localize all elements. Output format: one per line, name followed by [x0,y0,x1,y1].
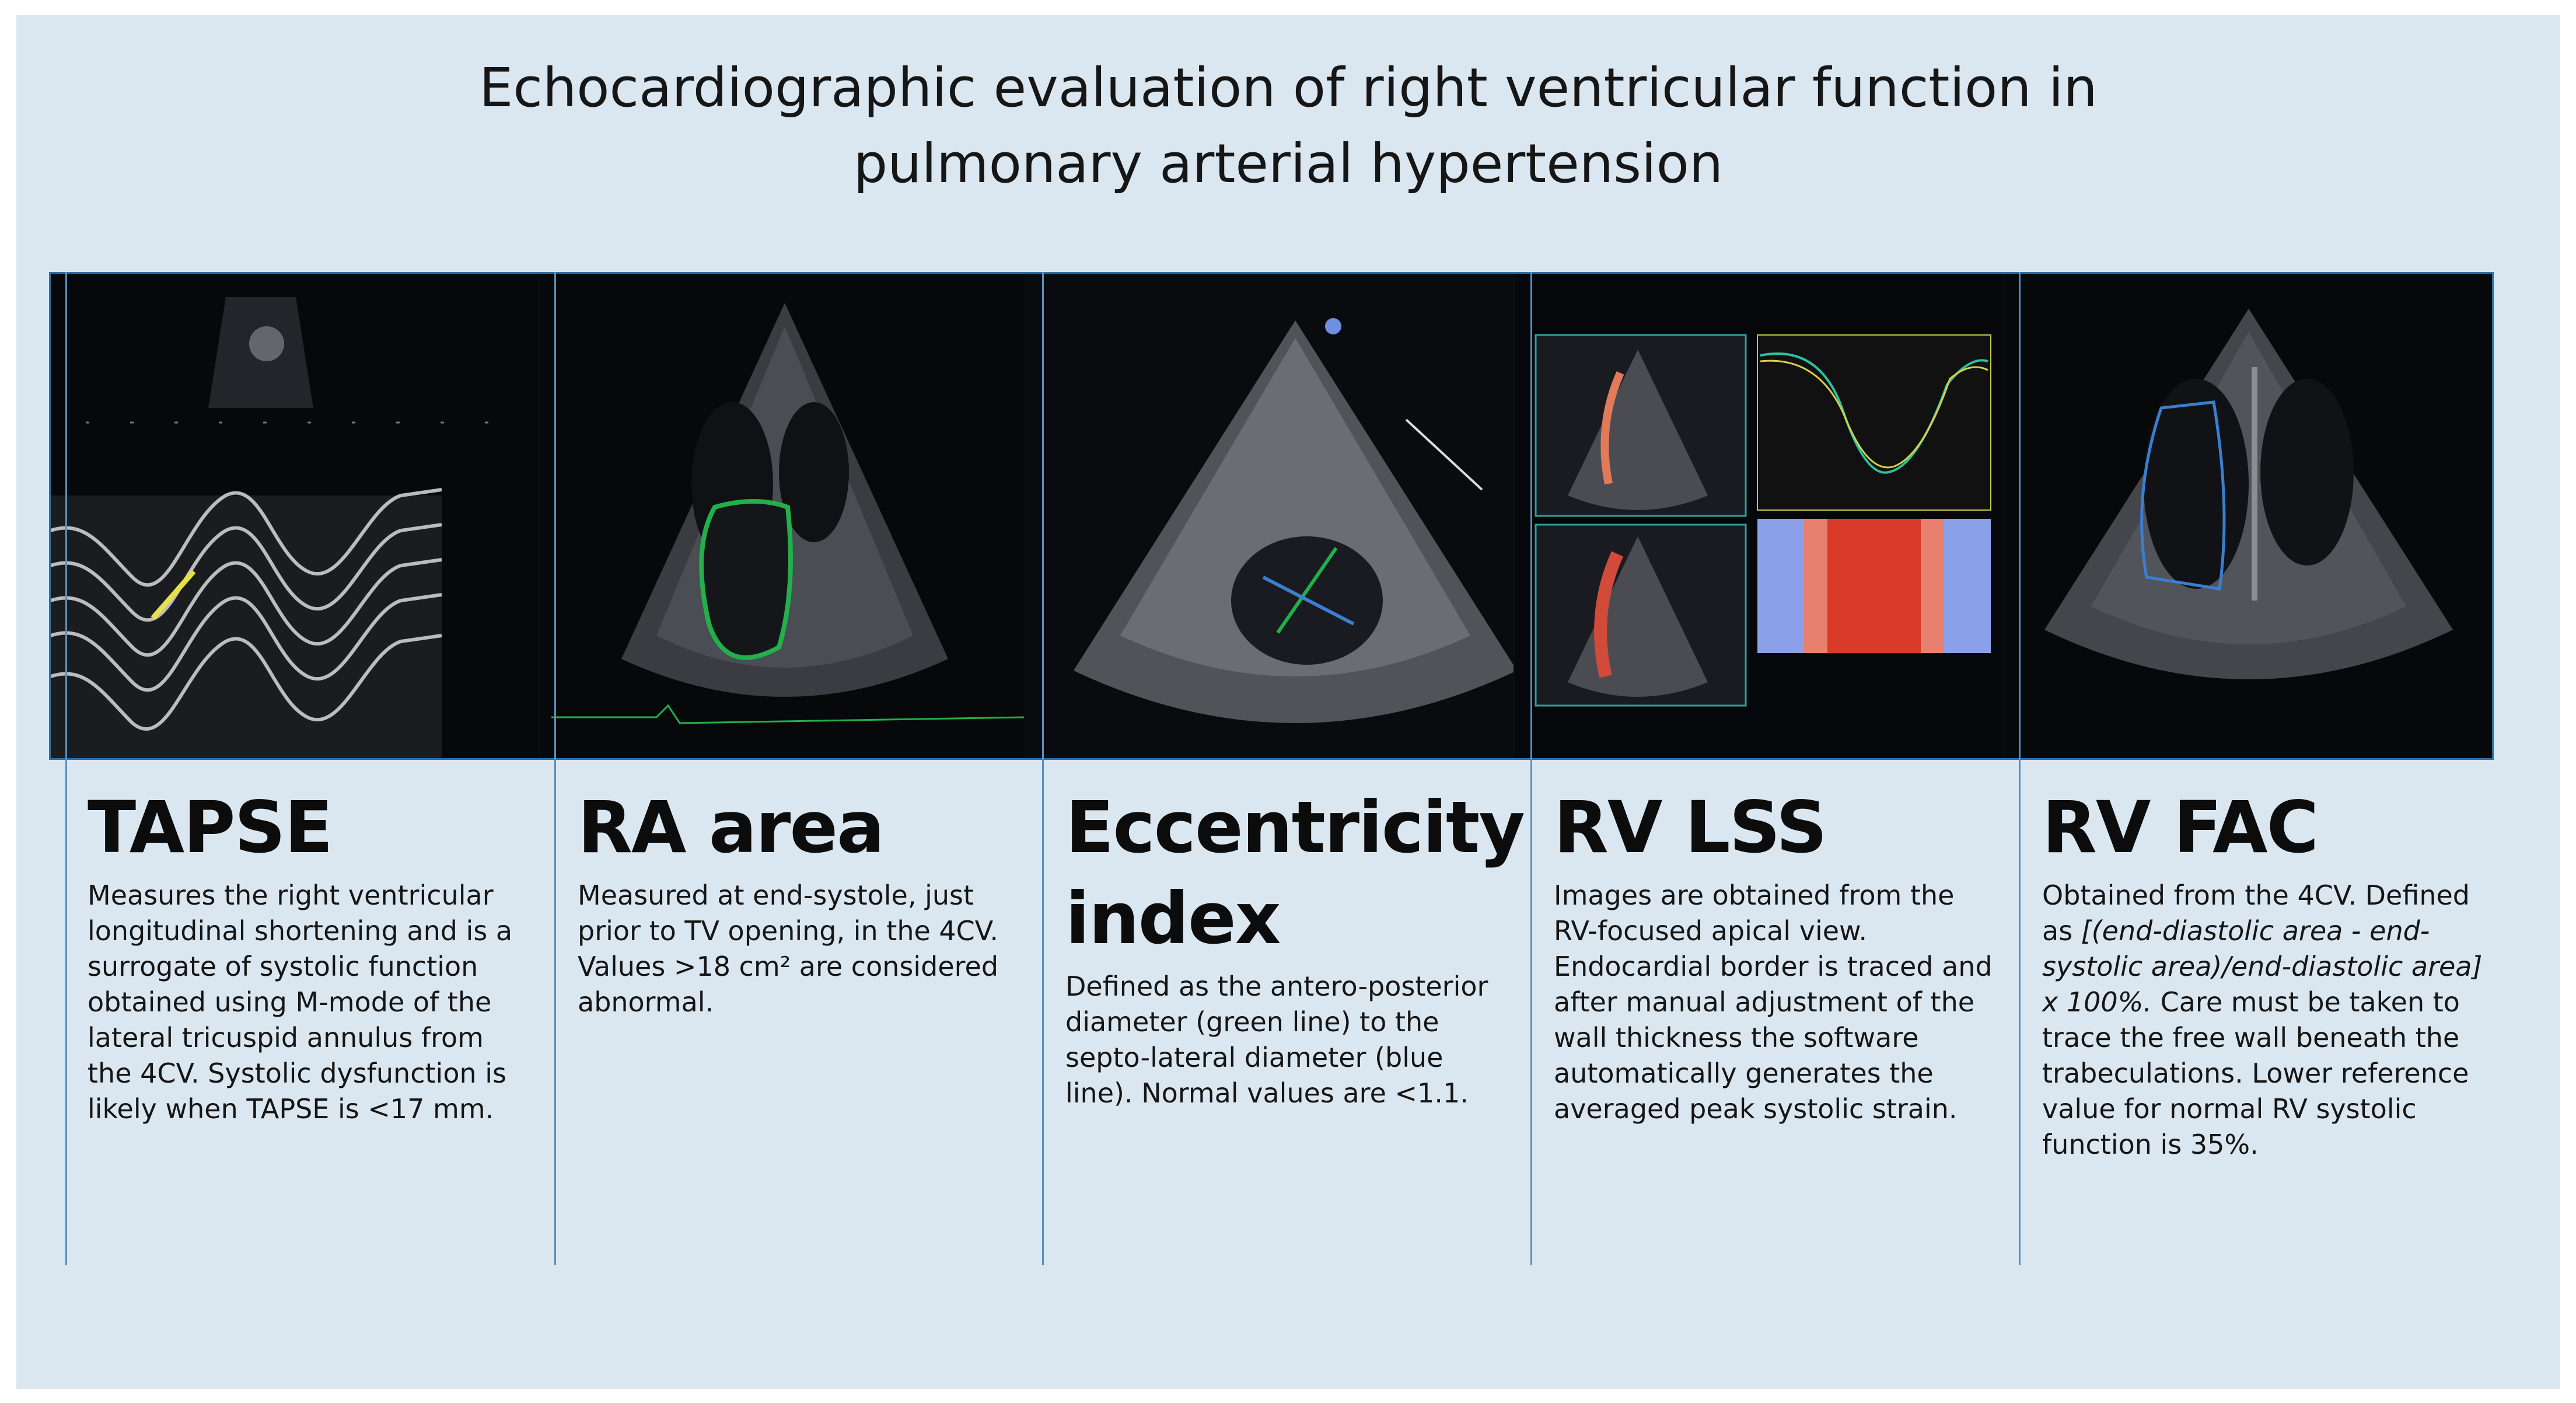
eccentricity-description: Defined as the antero-posterior diameter… [1065,971,1488,1109]
rv-fac-heading: RV FAC [2042,786,2319,869]
ra-area-heading: RA area [578,786,885,869]
tapse-heading: TAPSE [88,786,333,869]
column-divider [554,272,556,1265]
rv-fac-caption: RV FAC Obtained from the 4CV. Defined as… [2042,782,2491,1163]
tapse-caption: TAPSE Measures the right ventricular lon… [88,782,519,1127]
tapse-description: Measures the right ventricular longitudi… [88,880,513,1125]
eccentricity-caption: Eccentricity index Defined as the antero… [1065,782,1525,1111]
figure-title: Echocardiographic evaluation of right ve… [479,57,2098,195]
column-divider [2019,272,2021,1265]
rv-fac-formula: [(end-diastolic area - end-systolic area… [2042,915,2483,1018]
column-divider [65,272,67,1265]
tapse-echo-image [51,274,538,758]
column-divider [1530,272,1532,1265]
rv-fac-text-after: Care must be taken to trace the free wal… [2042,986,2469,1160]
eccentricity-echo-image [1027,274,1514,758]
rv-fac-text-before: Obtained from the 4CV. Defined as [2042,880,2470,947]
ra-area-echo-image [540,274,1025,758]
ra-area-caption: RA area Measured at end-systole, just pr… [578,782,1021,1020]
echo-image-strip [49,272,2494,760]
rv-lss-heading: RV LSS [1554,786,1827,869]
rv-lss-strain-image [1515,274,2002,758]
rv-fac-echo-image [2004,274,2492,758]
rv-lss-description: Images are obtained from the RV-focused … [1554,880,1993,1125]
column-divider [1042,272,1044,1265]
ra-area-description: Measured at end-systole, just prior to T… [578,880,999,1018]
rv-lss-caption: RV LSS Images are obtained from the RV-f… [1554,782,1997,1127]
eccentricity-heading: Eccentricity index [1065,786,1525,960]
rv-fac-description: Obtained from the 4CV. Defined as [(end-… [2042,878,2491,1163]
